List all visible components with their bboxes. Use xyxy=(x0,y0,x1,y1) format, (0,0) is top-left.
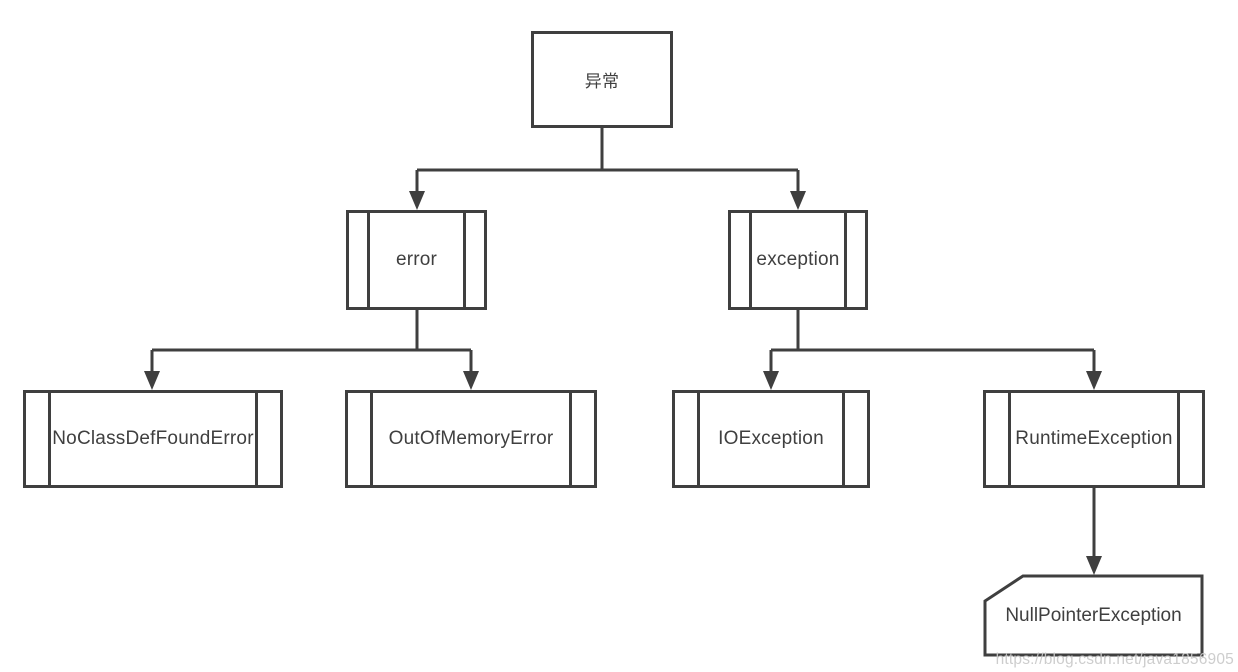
predefined-process-bar-right xyxy=(1177,393,1202,485)
predefined-process-bar-right xyxy=(569,393,594,485)
node-root-label: 异常 xyxy=(584,72,620,91)
arrowhead-to-noclassdef xyxy=(144,371,160,390)
node-ioexception: IOException xyxy=(672,390,870,488)
arrowhead-to-ioexception xyxy=(763,371,779,390)
node-noclassdeffounderror-label: NoClassDefFoundError xyxy=(52,428,254,449)
node-root-exception: 异常 xyxy=(531,31,673,128)
node-exception-label: exception xyxy=(756,249,840,270)
predefined-process-bar-left xyxy=(26,393,51,485)
arrowhead-to-nullpointer xyxy=(1086,556,1102,575)
node-error: error xyxy=(346,210,487,310)
predefined-process-bar-right xyxy=(255,393,280,485)
node-ioexception-label: IOException xyxy=(718,428,824,449)
arrowhead-to-error xyxy=(409,191,425,210)
node-error-label: error xyxy=(395,249,438,270)
node-outofmemoryerror-label: OutOfMemoryError xyxy=(388,428,554,449)
predefined-process-bar-left xyxy=(675,393,700,485)
node-exception: exception xyxy=(728,210,868,310)
node-noclassdeffounderror: NoClassDefFoundError xyxy=(23,390,283,488)
arrowhead-to-outofmemory xyxy=(463,371,479,390)
node-runtimeexception-label: RuntimeException xyxy=(1015,428,1173,449)
node-outofmemoryerror: OutOfMemoryError xyxy=(345,390,597,488)
predefined-process-bar-right xyxy=(844,213,865,307)
nullpointer-card-shape xyxy=(983,574,1204,657)
predefined-process-bar-right xyxy=(463,213,484,307)
node-nullpointerexception: NullPointerException xyxy=(985,578,1202,653)
arrowheads xyxy=(144,191,1102,575)
node-runtimeexception: RuntimeException xyxy=(983,390,1205,488)
predefined-process-bar-left xyxy=(349,213,370,307)
predefined-process-bar-right xyxy=(842,393,867,485)
predefined-process-bar-left xyxy=(348,393,373,485)
watermark-url: https://blog.csdn.net/java1856905 xyxy=(995,651,1234,668)
predefined-process-bar-left xyxy=(731,213,752,307)
arrowhead-to-exception xyxy=(790,191,806,210)
edge-lines xyxy=(150,128,1096,559)
predefined-process-bar-left xyxy=(986,393,1011,485)
node-nullpointerexception-label: NullPointerException xyxy=(1005,604,1182,626)
arrowhead-to-runtime xyxy=(1086,371,1102,390)
